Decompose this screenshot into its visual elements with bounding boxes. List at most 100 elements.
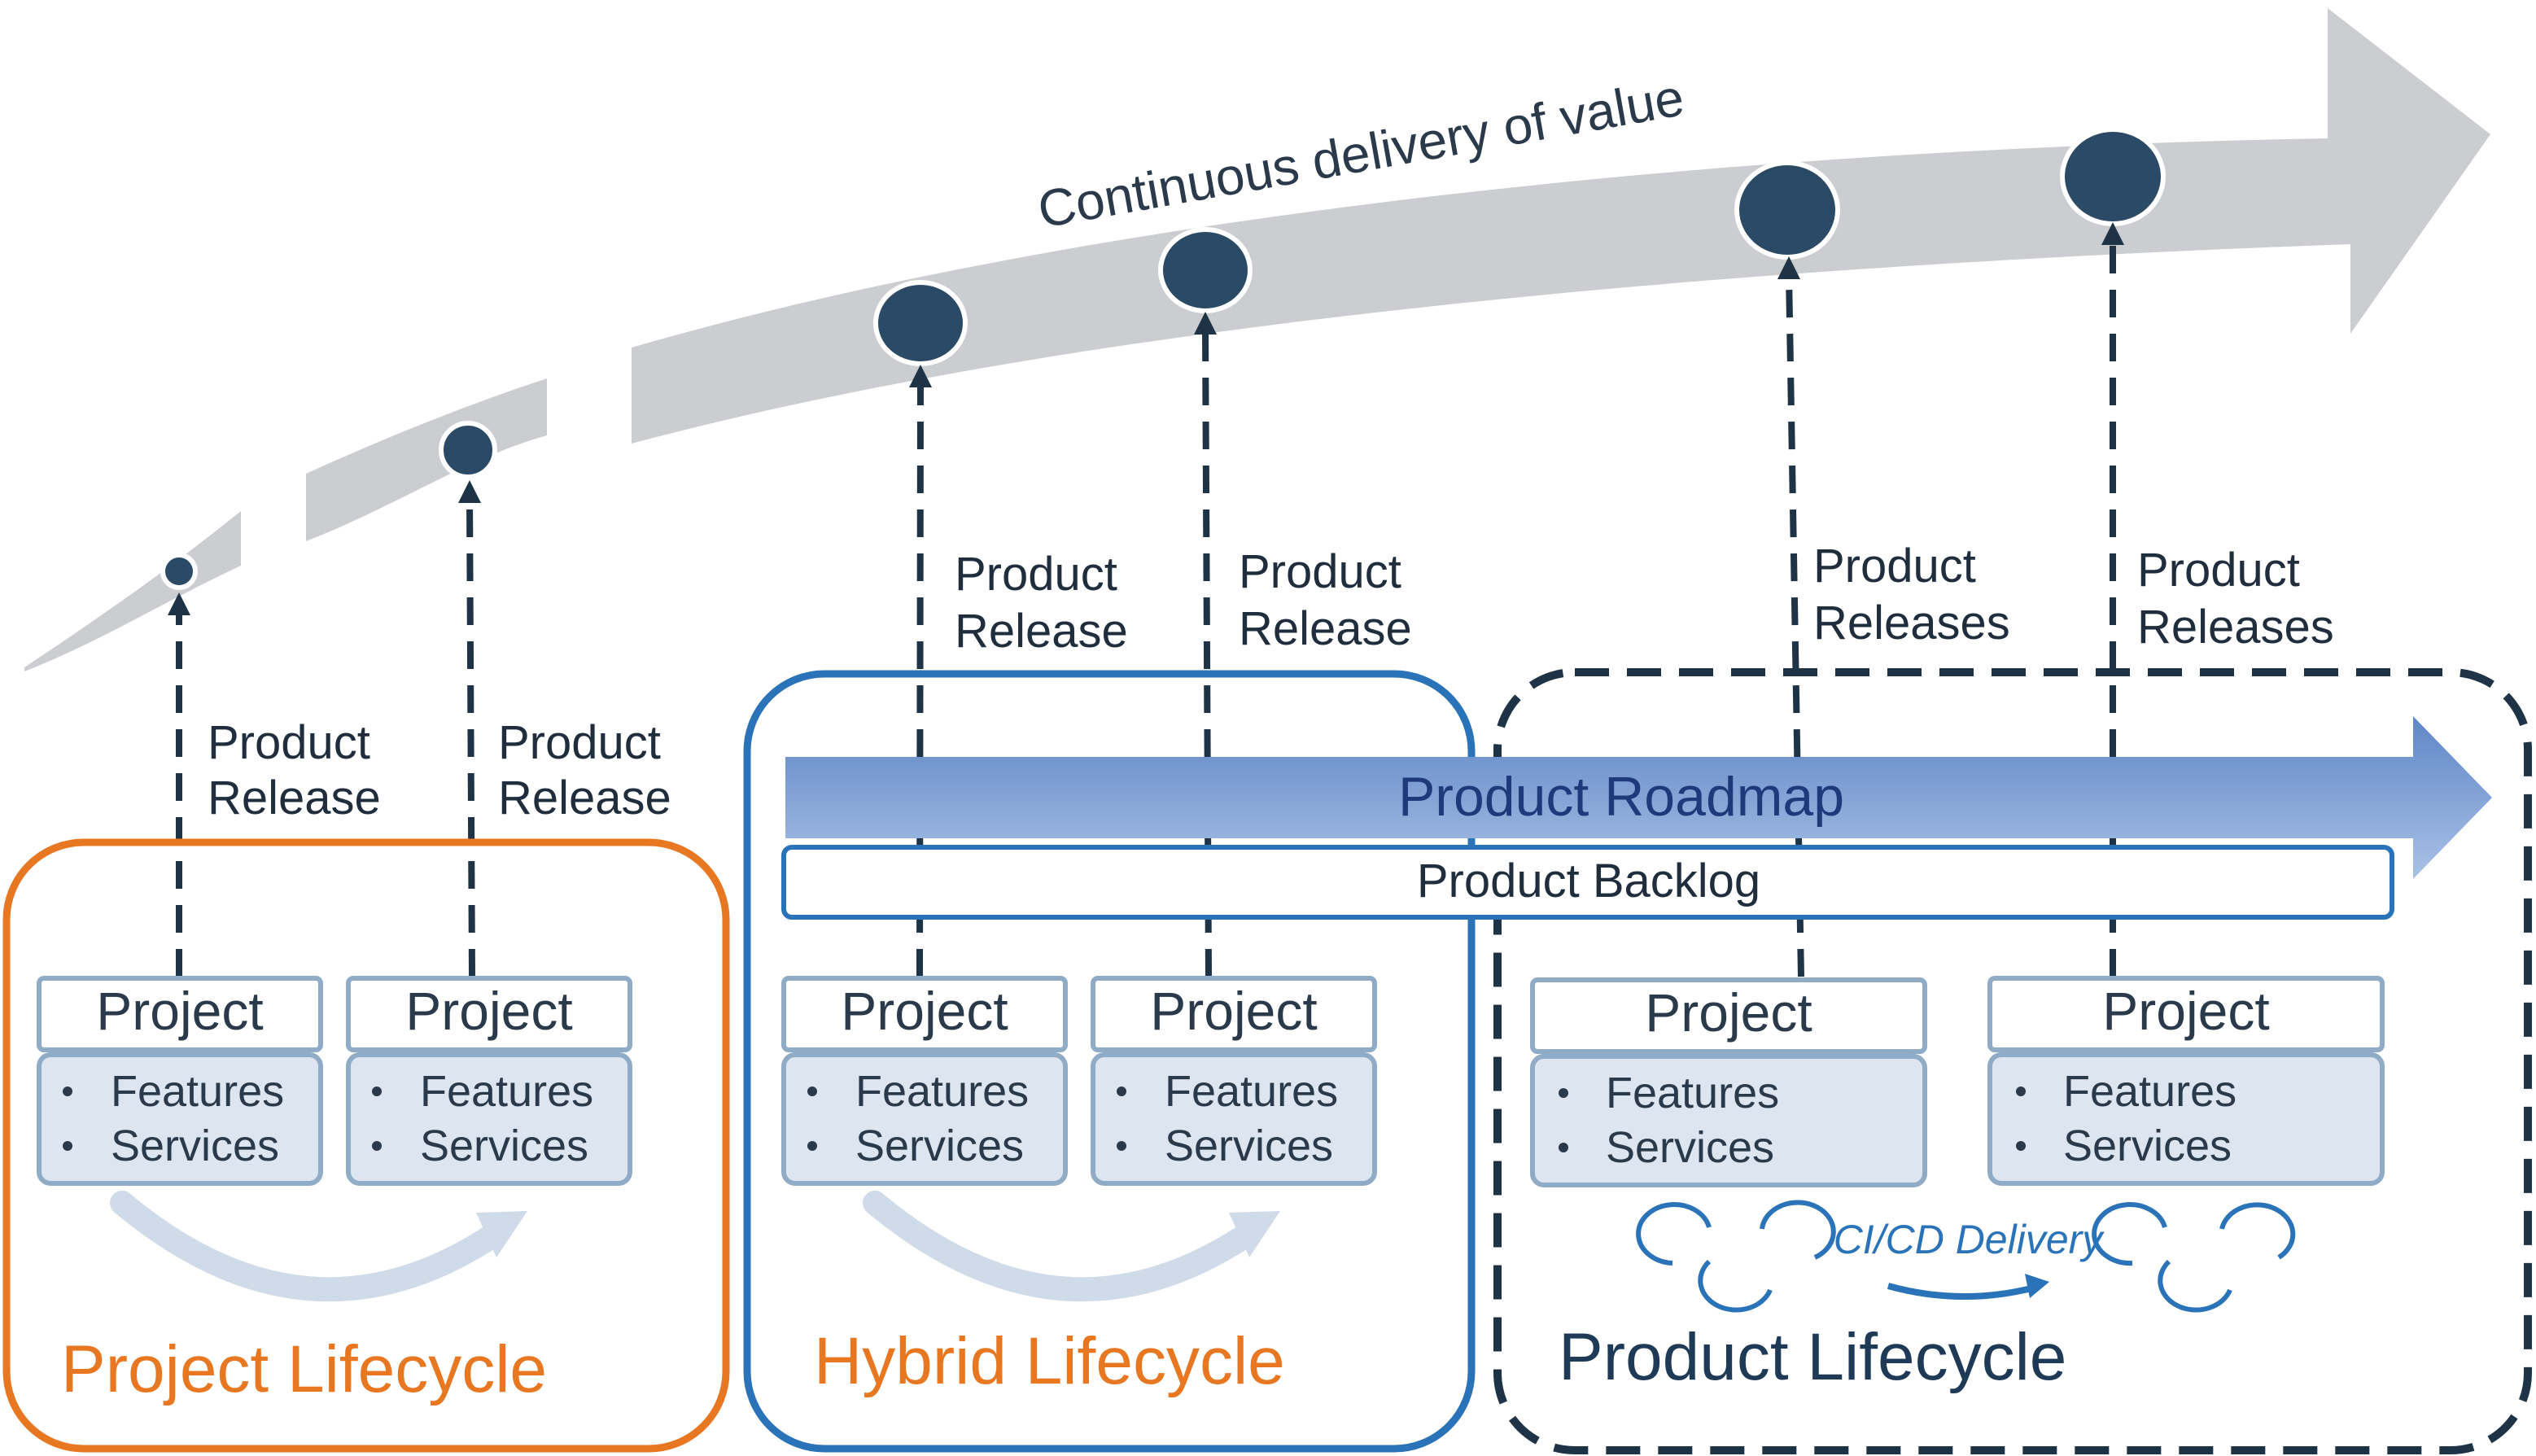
- release-label-1a: Product: [208, 716, 370, 769]
- cycle-icon: [1760, 1200, 1836, 1260]
- cicd-loops: [1636, 1200, 2296, 1313]
- project-card-title: Project: [1150, 981, 1317, 1041]
- release-label-6b: Releases: [2137, 601, 2334, 654]
- bullet: [1117, 1087, 1126, 1096]
- project-lifecycle-frame: [2, 838, 730, 1453]
- project-card-item: Features: [1606, 1069, 1779, 1117]
- project-card-item: Services: [855, 1122, 1024, 1170]
- project-card-body: [346, 1052, 632, 1186]
- transition-arrow: [863, 1191, 1280, 1302]
- roadmap-arrow: [785, 716, 2492, 879]
- bullet: [2016, 1087, 2026, 1096]
- bullet: [1117, 1141, 1126, 1151]
- project-card-item: Features: [855, 1067, 1029, 1116]
- cicd-arrow: [1887, 1283, 2035, 1300]
- hybrid-lifecycle-frame: [743, 670, 1476, 1453]
- roadmap-label: Product Roadmap: [1398, 766, 1844, 828]
- bullet: [2016, 1141, 2026, 1151]
- project-card: Project Features Services: [1530, 977, 1927, 1187]
- project-card-item: Services: [2063, 1122, 2232, 1170]
- milestone-dot: [439, 421, 497, 479]
- cycle-icon: [1636, 1202, 1712, 1266]
- project-card-title: Project: [841, 981, 1008, 1041]
- release-label-1b: Release: [208, 772, 381, 824]
- release-label-4a: Product: [1239, 545, 1401, 598]
- cycle-icon: [2158, 1259, 2232, 1313]
- value-arrow: [24, 8, 2490, 671]
- project-card-title: Project: [96, 981, 263, 1041]
- release-label-3a: Product: [955, 548, 1117, 601]
- product-lifecycle-label: Product Lifecycle: [1559, 1320, 2066, 1394]
- bullet: [1559, 1143, 1568, 1152]
- milestone-dot: [1158, 227, 1253, 313]
- bullet: [372, 1087, 382, 1096]
- project-card-item: Services: [1606, 1123, 1774, 1172]
- release-label-2a: Product: [498, 716, 661, 769]
- project-card: Project Features Services: [37, 976, 323, 1186]
- release-label-6a: Product: [2137, 544, 2300, 597]
- project-lifecycle-label: Project Lifecycle: [61, 1332, 547, 1406]
- arrowhead: [168, 592, 190, 615]
- project-card-body: [37, 1052, 323, 1186]
- bullet: [1559, 1088, 1568, 1098]
- cicd-label: CI/CD Delivery: [1834, 1217, 2105, 1262]
- project-card-header: [781, 976, 1068, 1052]
- project-card-item: Services: [420, 1122, 588, 1170]
- release-connector: [466, 496, 475, 977]
- value-arrow-segment: [306, 378, 547, 541]
- arrowhead: [909, 365, 932, 387]
- project-card-item: Features: [111, 1067, 284, 1116]
- project-card-title: Project: [405, 981, 572, 1041]
- hybrid-lifecycle-label: Hybrid Lifecycle: [814, 1324, 1285, 1398]
- release-labels: Product Release Product Release Product …: [208, 540, 2334, 824]
- arrowhead: [2101, 222, 2124, 245]
- bullet: [807, 1087, 817, 1096]
- arrowhead: [476, 1211, 527, 1257]
- release-label-5b: Releases: [1813, 597, 2010, 649]
- project-card-header: [1987, 976, 2385, 1052]
- project-card-item: Services: [111, 1122, 279, 1170]
- project-card-item: Features: [420, 1067, 593, 1116]
- backlog-bar: [781, 845, 2394, 920]
- project-card-body: [781, 1052, 1068, 1186]
- project-card-item: Features: [2063, 1067, 2236, 1116]
- milestone-dot: [873, 280, 968, 366]
- project-card-header: [346, 976, 632, 1052]
- arrowhead: [458, 480, 481, 503]
- release-label-5a: Product: [1813, 540, 1976, 592]
- bullet: [372, 1141, 382, 1151]
- arrowhead: [1229, 1211, 1280, 1257]
- project-card: Project Features Services: [346, 976, 632, 1186]
- value-arrow-segment: [632, 8, 2490, 444]
- project-card-header: [1091, 976, 1377, 1052]
- arrowhead: [1777, 256, 1800, 279]
- release-label-4b: Release: [1239, 602, 1412, 655]
- project-card-header: [37, 976, 323, 1052]
- release-label-3b: Release: [955, 605, 1128, 658]
- cycle-icon: [2219, 1202, 2296, 1260]
- bullet: [807, 1141, 817, 1151]
- backlog-label: Product Backlog: [1417, 855, 1760, 907]
- bullet: [63, 1141, 72, 1151]
- project-card-title: Project: [1645, 982, 1812, 1043]
- milestone-dot: [2060, 127, 2166, 226]
- arrowhead: [2025, 1274, 2049, 1298]
- release-connector: [1786, 273, 1804, 977]
- milestone-dot: [1734, 160, 1840, 260]
- product-lifecycle-frame: [1493, 668, 2532, 1454]
- project-card: Project Features Services: [781, 976, 1068, 1186]
- project-card-item: Services: [1165, 1122, 1333, 1170]
- bullet: [63, 1087, 72, 1096]
- project-card-body: [1091, 1052, 1377, 1186]
- project-card: Project Features Services: [1987, 976, 2385, 1186]
- arrowhead: [1194, 312, 1217, 334]
- project-card-body: [1530, 1054, 1927, 1187]
- project-card-header: [1530, 977, 1927, 1054]
- project-card: Project Features Services: [1091, 976, 1377, 1186]
- project-card-title: Project: [2102, 981, 2269, 1041]
- cycle-icon: [2092, 1202, 2167, 1266]
- project-card-item: Features: [1165, 1067, 1338, 1116]
- project-card-body: [1987, 1052, 2385, 1186]
- release-label-2b: Release: [498, 772, 671, 824]
- cycle-icon: [1698, 1259, 1773, 1313]
